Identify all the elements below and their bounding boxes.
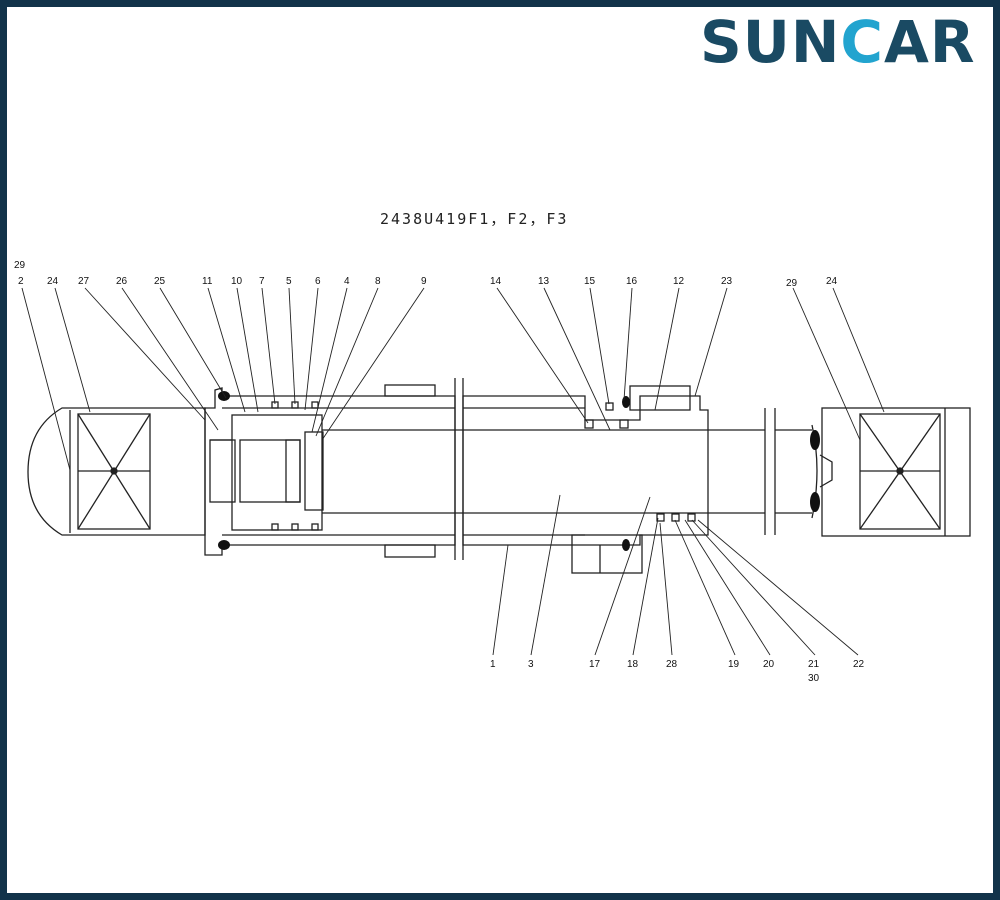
callout-13: 13 bbox=[538, 276, 550, 287]
port-boss-bottom bbox=[384, 544, 436, 558]
callout-4: 4 bbox=[344, 276, 350, 287]
callout-5: 5 bbox=[286, 276, 292, 287]
callout-6: 6 bbox=[315, 276, 321, 287]
callout-30: 30 bbox=[808, 673, 820, 684]
cylinder-head bbox=[462, 395, 709, 546]
left-end-cap bbox=[27, 407, 206, 536]
seal-blob-4 bbox=[622, 539, 630, 551]
callout-24-right: 24 bbox=[826, 276, 838, 287]
callout-15: 15 bbox=[584, 276, 596, 287]
suncar-logo: SUNCAR bbox=[700, 10, 990, 74]
seal-blob-3 bbox=[622, 396, 630, 408]
callout-26: 26 bbox=[116, 276, 128, 287]
callout-20: 20 bbox=[763, 659, 775, 670]
seal-blob-2 bbox=[218, 540, 230, 550]
right-end-eye bbox=[821, 407, 971, 537]
piston-nut bbox=[209, 439, 236, 503]
callout-25: 25 bbox=[154, 276, 166, 287]
port-boss-top bbox=[384, 384, 436, 397]
head-port bbox=[629, 385, 691, 411]
head-flange bbox=[571, 534, 643, 574]
seal-blob-6 bbox=[810, 492, 820, 512]
callout-1: 1 bbox=[490, 659, 496, 670]
seal-blob-5 bbox=[810, 430, 820, 450]
callout-27: 27 bbox=[78, 276, 90, 287]
callout-19: 19 bbox=[728, 659, 740, 670]
callout-18: 18 bbox=[627, 659, 639, 670]
callout-7: 7 bbox=[259, 276, 265, 287]
callout-29-left-top: 29 bbox=[14, 260, 26, 271]
callout-21: 21 bbox=[808, 659, 820, 670]
right-pin-center bbox=[896, 467, 904, 475]
callout-17: 17 bbox=[589, 659, 601, 670]
logo-text-c: C bbox=[840, 8, 884, 76]
callout-22: 22 bbox=[853, 659, 865, 670]
callout-8: 8 bbox=[375, 276, 381, 287]
piston-ring bbox=[304, 431, 324, 511]
callout-24-left: 24 bbox=[47, 276, 59, 287]
callout-9: 9 bbox=[421, 276, 427, 287]
callout-10: 10 bbox=[231, 276, 243, 287]
drawing-title: 2438U419F1，F2，F3 bbox=[380, 210, 569, 228]
callout-29-right: 29 bbox=[786, 278, 798, 289]
callout-11: 11 bbox=[202, 276, 213, 287]
seal-blob-1 bbox=[218, 391, 230, 401]
callout-14: 14 bbox=[490, 276, 502, 287]
callout-12: 12 bbox=[673, 276, 685, 287]
logo-text-sun: SUN bbox=[700, 8, 841, 76]
callout-3: 3 bbox=[528, 659, 534, 670]
logo-text-ar: AR bbox=[884, 8, 976, 76]
callout-28: 28 bbox=[666, 659, 678, 670]
callout-2: 2 bbox=[18, 276, 24, 287]
callout-23: 23 bbox=[721, 276, 733, 287]
left-pin-center bbox=[110, 467, 118, 475]
callout-16: 16 bbox=[626, 276, 638, 287]
